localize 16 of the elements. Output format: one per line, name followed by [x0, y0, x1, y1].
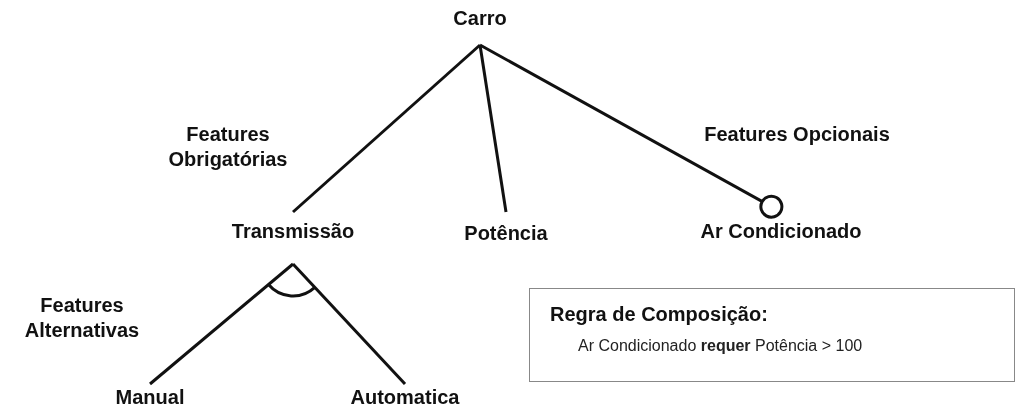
connector-line: [479, 43, 784, 219]
feature-name: Transmissão: [231, 219, 355, 243]
group-label: Features Opcionais: [703, 122, 891, 147]
connector-line: [478, 44, 508, 213]
connector-line: [149, 262, 294, 386]
group-label: Features Alternativas: [23, 293, 141, 343]
feature-name: Automatica: [350, 385, 460, 409]
feature-name: Ar Condicionado: [700, 219, 862, 243]
feature-name: Carro: [453, 6, 507, 30]
feature-name: Potência: [464, 221, 548, 245]
rule-text: Ar Condicionado requer Potência > 100: [578, 336, 864, 356]
connector-line: [291, 262, 407, 386]
group-label: Features Obrigatórias: [167, 122, 289, 172]
feature-name: Manual: [115, 385, 185, 409]
rule-title: Regra de Composição:: [550, 302, 769, 327]
connector-line: [292, 43, 481, 214]
